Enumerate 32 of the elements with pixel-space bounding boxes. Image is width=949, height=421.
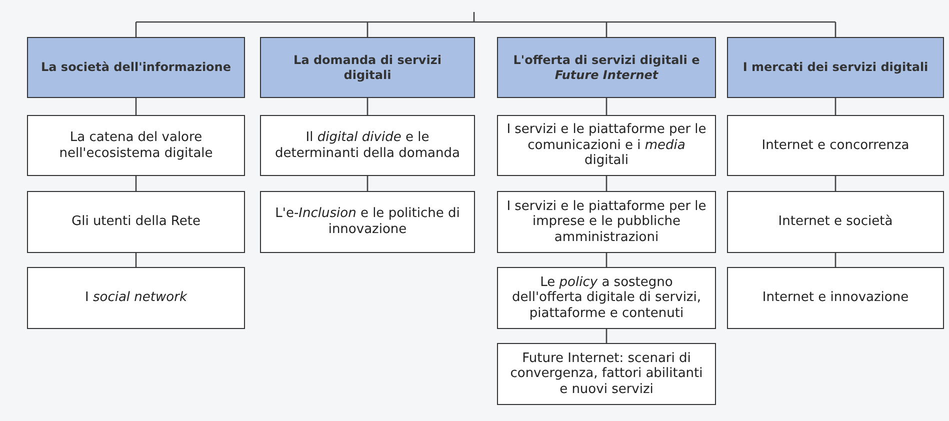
topic-box: Le policy a sostegno dell'offerta digitale di servizi, piattaforme e contenuti xyxy=(497,267,716,329)
header-box: La società dell'informazione xyxy=(27,37,245,98)
connector-line xyxy=(366,98,368,115)
topic-box: Internet e concorrenza xyxy=(727,115,944,176)
header-box: L'offerta di servizi digitali e Future Internet xyxy=(497,37,716,98)
header-box: La domanda di servizi digitali xyxy=(260,37,475,98)
connector-line xyxy=(606,176,608,191)
topic-box: I servizi e le piattaforme per le comunicazioni e i media digitali xyxy=(497,115,716,176)
connector-line xyxy=(366,22,368,37)
connector-line xyxy=(135,22,137,37)
topic-box: Il digital divide e le determinanti della domanda xyxy=(260,115,475,176)
connector-line xyxy=(834,98,836,115)
connector-line xyxy=(606,253,608,267)
connector-line xyxy=(834,22,836,37)
header-box: I mercati dei servizi digitali xyxy=(727,37,944,98)
connector-line xyxy=(135,98,137,115)
connector-line xyxy=(834,253,836,267)
topic-box: Gli utenti della Rete xyxy=(27,191,245,253)
connector-line xyxy=(606,329,608,343)
topic-box: Internet e innovazione xyxy=(727,267,944,329)
connector-line xyxy=(606,98,608,115)
connector-line xyxy=(834,176,836,191)
topic-box: Future Internet: scenari di convergenza, fattori abilitanti e nuovi servizi xyxy=(497,343,716,405)
topic-box: Internet e società xyxy=(727,191,944,253)
topic-box: I servizi e le piattaforme per le imprese e le pubbliche amministrazioni xyxy=(497,191,716,253)
connector-line xyxy=(366,176,368,191)
connector-line xyxy=(606,22,608,37)
topic-box: I social network xyxy=(27,267,245,329)
connector-line xyxy=(135,176,137,191)
topic-box: La catena del valore nell'ecosistema digitale xyxy=(27,115,245,176)
topic-box: L'e-Inclusion e le politiche di innovazione xyxy=(260,191,475,253)
connector-line xyxy=(135,253,137,267)
